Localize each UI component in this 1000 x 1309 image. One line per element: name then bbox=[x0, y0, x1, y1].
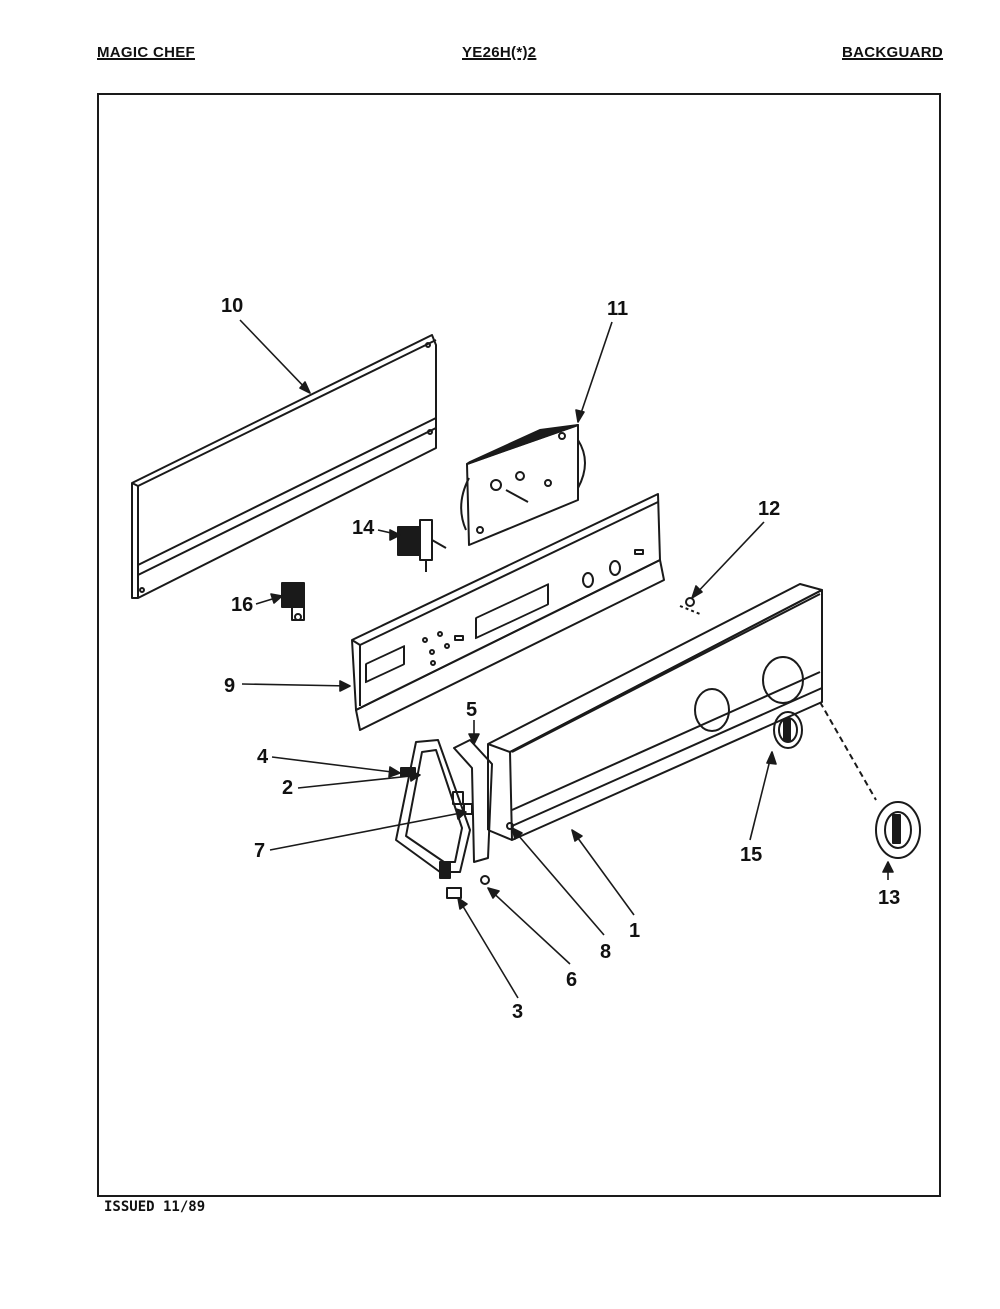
callout-8: 8 bbox=[600, 941, 611, 963]
callout-11: 11 bbox=[607, 298, 628, 320]
callout-16: 16 bbox=[231, 594, 253, 616]
part-5-trim-strip bbox=[453, 739, 493, 863]
callout-15: 15 bbox=[740, 844, 762, 866]
part-12-screw bbox=[679, 597, 701, 615]
callout-4: 4 bbox=[257, 746, 269, 768]
callout-1: 1 bbox=[629, 920, 640, 942]
callout-6: 6 bbox=[566, 969, 577, 991]
callout-13: 13 bbox=[878, 887, 900, 909]
callout-12: 12 bbox=[758, 498, 780, 520]
part-8-screw bbox=[506, 822, 514, 830]
part-1-backguard-housing bbox=[487, 583, 823, 841]
part-15-knob-small bbox=[773, 711, 803, 749]
diagram-frame bbox=[97, 93, 941, 1197]
part-13-knob-large bbox=[819, 701, 921, 859]
part-10-rear-panel bbox=[131, 334, 437, 599]
part-2-end-cap bbox=[395, 739, 471, 879]
leader-lines bbox=[239, 319, 894, 999]
callout-10: 10 bbox=[221, 295, 243, 317]
part-16-relay bbox=[281, 582, 305, 621]
model-number: YE26H(*)2 bbox=[462, 44, 537, 61]
brand-label: MAGIC CHEF bbox=[97, 44, 195, 61]
part-9-control-panel bbox=[351, 493, 665, 731]
issued-date: ISSUED 11/89 bbox=[104, 1199, 206, 1215]
section-title: BACKGUARD bbox=[842, 44, 944, 61]
callout-7: 7 bbox=[254, 840, 265, 862]
part-3-screw bbox=[446, 887, 462, 899]
callout-3: 3 bbox=[512, 1001, 523, 1023]
callout-14: 14 bbox=[352, 517, 375, 539]
part-7-bracket bbox=[452, 791, 473, 815]
part-14-switch bbox=[397, 519, 447, 572]
callout-9: 9 bbox=[224, 675, 235, 697]
part-11-timer-module bbox=[460, 424, 586, 546]
callout-2: 2 bbox=[282, 777, 293, 799]
part-6-screw bbox=[480, 875, 490, 885]
callout-5: 5 bbox=[466, 699, 477, 721]
